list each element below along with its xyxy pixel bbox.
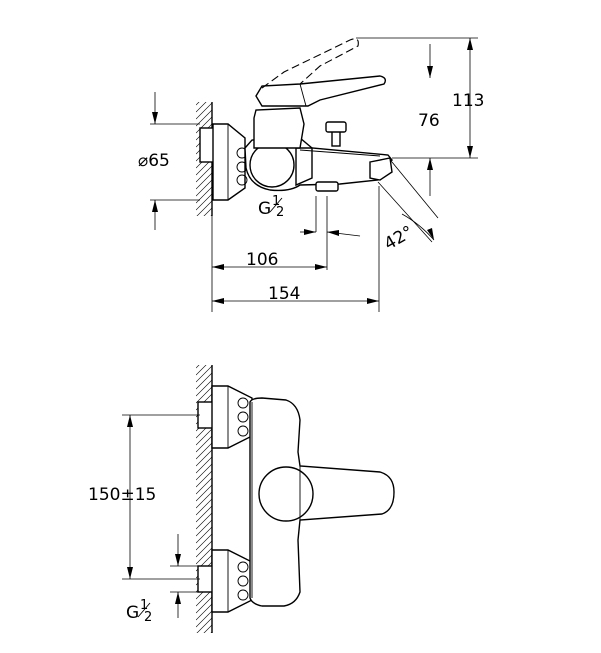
wall-hatch-line [196, 617, 212, 633]
side-view: ⌀65 113 76 G 1 2 [138, 37, 484, 312]
wall-connector-side [199, 123, 248, 201]
wall-hatch-line [196, 596, 212, 614]
wall-hatch-line [196, 193, 212, 211]
wall-hatch-line [196, 610, 212, 628]
wall-hatch-line [196, 186, 212, 204]
wall-hatch-line [196, 365, 212, 383]
wall-hatch-line [196, 547, 212, 565]
dimension-113: 113 [356, 37, 484, 159]
height-113-label: 113 [452, 91, 484, 111]
wall-hatch-line [196, 102, 200, 106]
wall-hatch-line [196, 456, 212, 474]
outlet-dimension [300, 196, 361, 270]
wall-hatch-line [196, 533, 212, 551]
wall-hatch-line [196, 491, 212, 509]
wall-hatch-line [196, 172, 212, 190]
wall-hatch-line [196, 484, 212, 502]
wall-hatch-line [196, 463, 212, 481]
wall-hatch-line [196, 526, 212, 544]
wall-hatch-line [196, 116, 212, 134]
wall-hatch-line [210, 631, 212, 633]
dimension-154: 154 [212, 186, 380, 312]
wall-hatch-line [196, 449, 212, 467]
mixer-body-side [244, 38, 393, 192]
thread-g-side: G [258, 199, 271, 219]
dimension-diameter: ⌀65 [138, 92, 200, 230]
angle-label: 42° [381, 222, 417, 254]
wall-hatch-line [196, 365, 200, 369]
wall-hatch-line [196, 365, 207, 376]
thread-g-front: G [126, 603, 139, 623]
wall-hatch-line [196, 345, 212, 361]
diameter-label: ⌀65 [138, 151, 170, 171]
wall-hatch-line [196, 102, 207, 113]
wall-hatch-line [196, 519, 212, 537]
wall-hatch-line [196, 442, 212, 460]
wall-hatch-line [196, 109, 212, 127]
thread-num-side: 1 [272, 194, 280, 209]
thread-num-front: 1 [140, 598, 148, 613]
mixer-body-front [249, 397, 395, 607]
depth-106-label: 106 [246, 250, 278, 270]
dimension-76: 76 [418, 44, 440, 196]
depth-154-label: 154 [268, 284, 300, 304]
wall-hatch-line [196, 372, 212, 390]
thread-dimension-front: G 1 2 [126, 534, 200, 625]
wall-hatch-line [203, 624, 212, 633]
wall-hatch-line [196, 165, 212, 183]
wall-hatch-line [196, 639, 212, 653]
wall-hatch-line [196, 379, 212, 397]
wall-hatch-line [196, 200, 212, 216]
wall-hatch-line [196, 102, 212, 120]
thread-den-front: 2 [144, 610, 152, 625]
wall-hatch-line [196, 477, 212, 495]
wall-side-view [196, 82, 213, 245]
dimension-106: 106 [211, 216, 327, 312]
wall-hatch-line [196, 540, 212, 558]
wall-hatch-line [196, 82, 212, 98]
wall-connector-upper [197, 385, 253, 449]
thread-den-side: 2 [276, 205, 284, 220]
wall-hatch-line [203, 207, 212, 216]
wall-hatch-line [196, 229, 212, 245]
wall-hatch-line [196, 435, 212, 453]
wall-hatch-line [196, 603, 212, 621]
wall-hatch-line [196, 505, 212, 523]
wall-hatch-line [196, 470, 212, 488]
wall-hatch-line [196, 498, 212, 516]
center-distance-label: 150±15 [88, 485, 156, 505]
wall-hatch-line [196, 386, 212, 404]
wall-hatch-line [196, 222, 212, 238]
height-76-label: 76 [418, 111, 440, 131]
thread-label-side: G 1 2 [258, 194, 284, 220]
front-view: 150±15 G 1 2 [88, 345, 395, 653]
wall-front-view [196, 345, 213, 653]
wall-hatch-line [210, 214, 212, 216]
wall-hatch-line [196, 428, 212, 446]
dimension-150: 150±15 [88, 414, 200, 580]
wall-hatch-line [196, 179, 212, 197]
wall-hatch-line [196, 512, 212, 530]
wall-hatch-line [196, 646, 212, 653]
